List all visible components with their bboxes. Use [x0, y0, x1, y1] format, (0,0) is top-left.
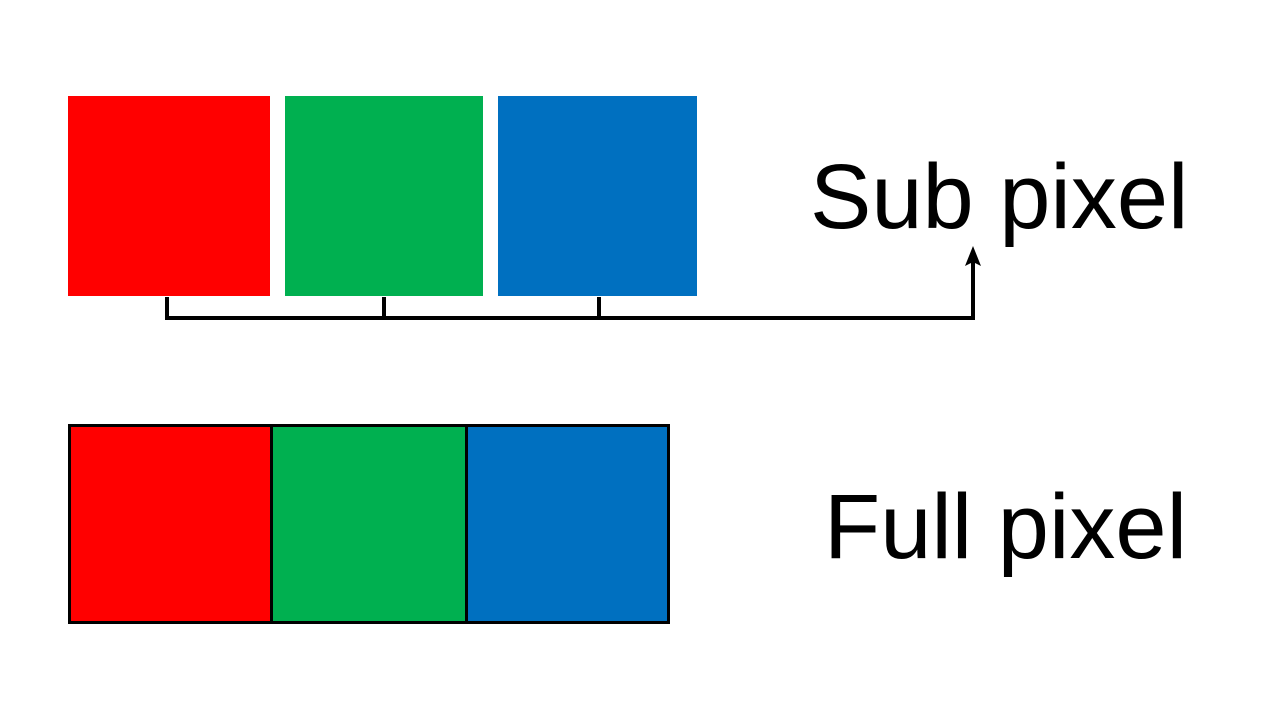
green-band: [270, 427, 468, 621]
arrow-up-icon: [965, 246, 981, 266]
green-subpixel: [285, 96, 483, 296]
subpixel-label: Sub pixel: [810, 146, 1189, 248]
fullpixel-label: Full pixel: [824, 476, 1188, 578]
subpixel-group: Sub pixel: [0, 0, 1280, 340]
red-subpixel: [68, 96, 270, 296]
blue-subpixel: [498, 96, 697, 296]
fullpixel-block: [68, 424, 670, 624]
blue-band: [468, 427, 667, 621]
red-band: [71, 427, 270, 621]
